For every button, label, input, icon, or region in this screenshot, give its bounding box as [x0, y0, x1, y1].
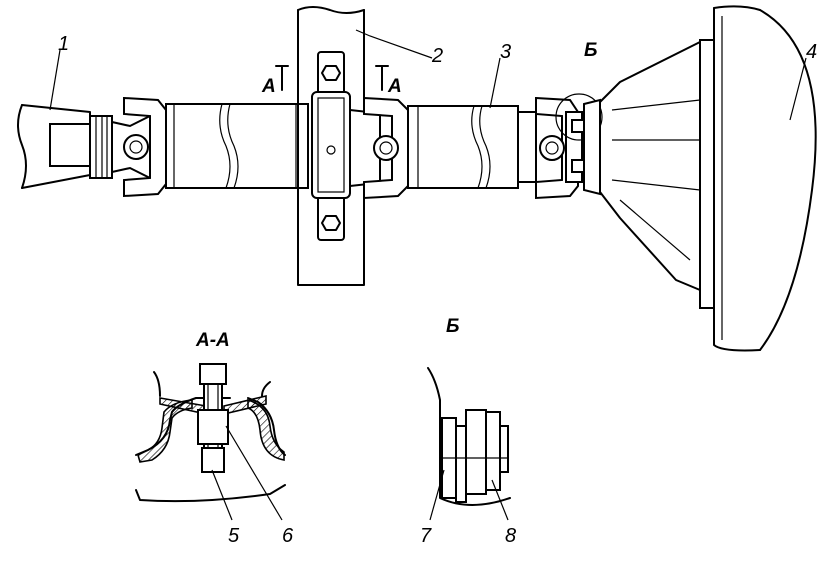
label-part-5: 5	[228, 525, 240, 547]
rear-axle-housing	[583, 5, 817, 352]
label-section-a-right: А	[387, 76, 402, 97]
label-part-1: 1	[58, 33, 69, 55]
section-aa-view	[135, 363, 286, 521]
intermediate-support	[311, 51, 351, 241]
gearbox-output-housing	[17, 104, 113, 189]
front-universal-joint	[111, 96, 167, 198]
label-part-8: 8	[505, 525, 516, 547]
label-part-7: 7	[420, 525, 432, 547]
leader-lines-main	[49, 29, 807, 121]
section-a-markers	[275, 65, 389, 91]
label-part-2: 2	[431, 45, 443, 67]
label-part-4: 4	[806, 41, 817, 63]
label-detail-b-marker: Б	[584, 40, 597, 61]
detail-b-view	[427, 367, 511, 521]
label-part-3: 3	[500, 41, 511, 63]
middle-universal-joint	[349, 96, 409, 200]
label-section-a-left: А	[261, 76, 276, 97]
rear-universal-joint	[535, 93, 603, 200]
section-aa-title: А-А	[195, 330, 230, 351]
detail-b-title: Б	[446, 316, 459, 337]
label-part-6: 6	[282, 525, 294, 547]
main-drive-shaft	[407, 105, 537, 189]
intermediate-shaft	[165, 103, 309, 189]
